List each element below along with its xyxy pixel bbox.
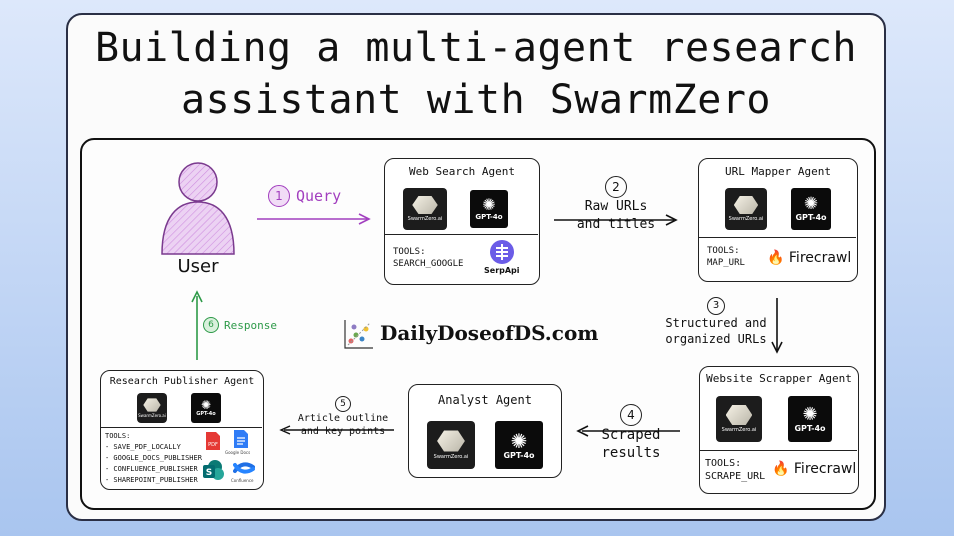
tool-sharepoint: - SHAREPOINT_PUBLISHER [105,476,198,484]
gpt-logo-icon: ✺GPT-4o [470,190,508,228]
response-arrow [191,290,203,360]
query-text: Query [296,187,342,205]
analyst-agent-card: Analyst Agent SwarmZero.ai ✺GPT-4o [408,384,562,478]
card-divider [385,234,538,235]
swarmzero-logo-icon: SwarmZero.ai [725,188,767,230]
query-label: 1 Query [268,185,341,207]
watermark: DailyDoseofDS.com [380,321,599,345]
title-line-2: assistant with SwarmZero [181,77,771,123]
step-3-arrow [771,298,783,354]
firecrawl-logo: 🔥 Firecrawl [772,461,857,477]
card-divider [101,427,262,428]
gpt-logo-icon: ✺GPT-4o [788,396,832,442]
website-scrapper-agent-title: Website Scrapper Agent [706,372,852,385]
tool-confluence: - CONFLUENCE_PUBLISHER [105,465,198,473]
card-divider [699,237,856,238]
firecrawl-logo: 🔥 Firecrawl [767,250,852,266]
gpt-logo-icon: ✺GPT-4o [495,421,543,469]
user-icon [161,162,235,255]
serpapi-label: SerpApi [484,266,520,275]
user-label: User [177,256,219,277]
url-mapper-agent-title: URL Mapper Agent [725,165,831,178]
web-search-agent-card: Web Search Agent SwarmZero.ai ✺GPT-4o TO… [384,158,540,285]
response-label: 6 Response [203,317,277,333]
tool-google-docs: - GOOGLE_DOCS_PUBLISHER [105,454,202,462]
swarmzero-logo-icon: SwarmZero.ai [403,188,447,230]
tool-scrape-url: SCRAPE_URL [705,471,766,482]
url-mapper-tools: TOOLS: MAP_URL [707,246,745,268]
firecrawl-icon: 🔥 [767,250,785,266]
step-5-arrow [279,425,394,435]
tool-save-pdf: - SAVE_PDF_LOCALLY [105,443,181,451]
google-docs-caption: Google Docs [225,450,251,455]
step-4-arrow [576,425,680,437]
scrapper-tools: TOOLS: SCRAPE_URL [705,458,766,482]
sharepoint-icon: S [203,460,224,480]
serpapi-icon [490,240,514,264]
step-2-arrow [554,214,678,226]
confluence-icon [233,462,255,474]
swarmzero-logo-icon: SwarmZero.ai [427,421,475,469]
step-6-badge: 6 [203,317,219,333]
step-1-badge: 1 [268,185,290,207]
page-title: Building a multi-agent research assistan… [66,22,886,126]
step-5-badge: 5 [335,396,351,412]
query-arrow [257,213,371,225]
url-mapper-agent-card: URL Mapper Agent SwarmZero.ai ✺GPT-4o TO… [698,158,858,282]
google-docs-icon [234,430,248,448]
confluence-caption: Confluence [231,478,254,483]
web-search-tools: TOOLS: SEARCH_GOOGLE [393,247,464,269]
svg-text:PDF: PDF [208,442,218,448]
svg-text:S: S [206,468,212,478]
publisher-tools: TOOLS: - SAVE_PDF_LOCALLY - GOOGLE_DOCS_… [105,432,202,484]
step-3-badge: 3 [707,297,725,315]
card-divider [700,450,857,451]
step-2-badge: 2 [605,176,627,198]
gpt-logo-icon: ✺GPT-4o [191,393,221,423]
firecrawl-icon: 🔥 [772,461,790,477]
step-5-label: 5 Article outline and key points [288,396,398,438]
web-search-agent-title: Web Search Agent [409,165,515,178]
swarmzero-logo-icon: SwarmZero.ai [137,393,167,423]
step-3-label: 3 Structured and organized URLs [660,296,772,347]
step-4-badge: 4 [620,404,642,426]
research-publisher-agent-title: Research Publisher Agent [109,376,255,387]
website-scrapper-agent-card: Website Scrapper Agent SwarmZero.ai ✺GPT… [699,366,859,494]
dailydose-icon [344,320,373,349]
title-line-1: Building a multi-agent research [94,25,858,71]
gpt-logo-icon: ✺GPT-4o [791,188,831,230]
research-publisher-agent-card: Research Publisher Agent SwarmZero.ai ✺G… [100,370,264,490]
response-text: Response [224,318,277,332]
tool-map-url: MAP_URL [707,258,745,268]
swarmzero-logo-icon: SwarmZero.ai [716,396,762,442]
analyst-agent-title: Analyst Agent [438,393,532,407]
pdf-icon: PDF [206,432,220,450]
tool-search-google: SEARCH_GOOGLE [393,259,464,269]
